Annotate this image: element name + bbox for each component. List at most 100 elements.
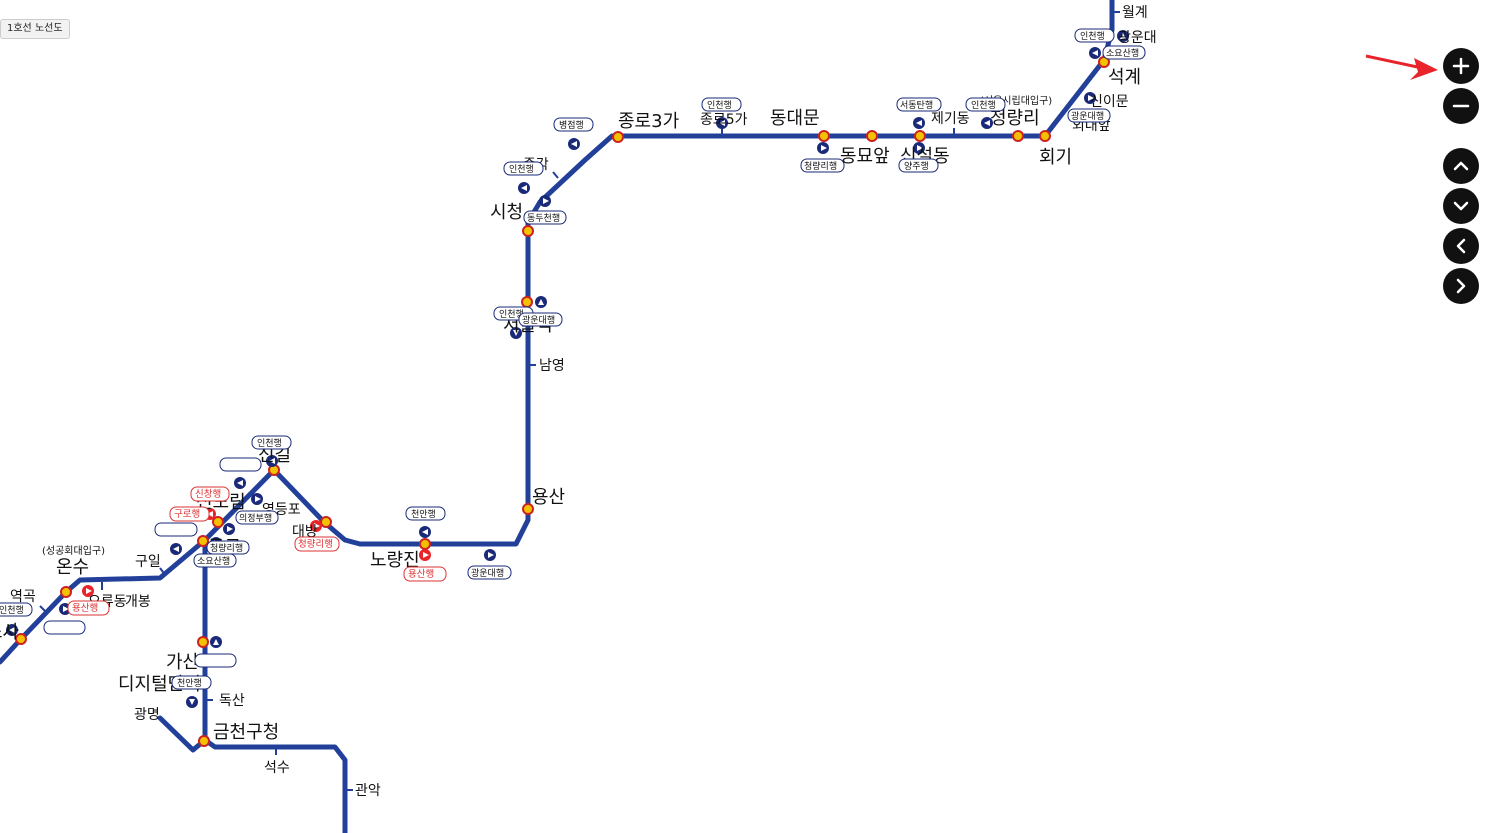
train-marker[interactable]: [170, 543, 182, 555]
train-marker[interactable]: [186, 696, 198, 708]
transfer-marker[interactable]: [320, 516, 332, 528]
train-marker[interactable]: [817, 142, 829, 154]
direction-pill[interactable]: 인천행: [503, 161, 544, 176]
transfer-marker[interactable]: [419, 538, 431, 550]
station-wolgye[interactable]: 월계: [1122, 5, 1148, 21]
train-marker[interactable]: [981, 117, 993, 129]
train-marker[interactable]: [1089, 47, 1101, 59]
station-seokgye[interactable]: 석계: [1108, 67, 1141, 88]
transfer-marker[interactable]: [197, 535, 209, 547]
station-daebang[interactable]: 대방: [292, 524, 318, 540]
transfer-marker[interactable]: [522, 225, 534, 237]
direction-pill[interactable]: 병점행: [553, 117, 594, 132]
pan-up-button[interactable]: [1443, 148, 1479, 184]
direction-pill[interactable]: 소요산행: [193, 553, 237, 568]
train-marker[interactable]: [484, 549, 496, 561]
direction-pill[interactable]: 소요산행: [1102, 45, 1146, 60]
direction-pill[interactable]: [219, 457, 262, 472]
direction-pill[interactable]: 광운대행: [1067, 108, 1111, 123]
station-jongno5[interactable]: 종로5가: [700, 112, 748, 128]
transfer-marker[interactable]: [1012, 130, 1024, 142]
direction-pill[interactable]: 청량리행: [206, 540, 250, 555]
express-train-marker[interactable]: [310, 520, 322, 532]
pan-down-button[interactable]: [1443, 188, 1479, 224]
train-marker[interactable]: [535, 296, 547, 308]
transfer-marker[interactable]: [866, 130, 878, 142]
direction-pill[interactable]: 청량리행: [800, 158, 845, 173]
train-marker[interactable]: [568, 138, 580, 150]
station-hoegi[interactable]: 회기: [1039, 147, 1072, 168]
station-yongsan[interactable]: 용산: [532, 487, 565, 508]
direction-pill[interactable]: 천안행: [171, 675, 212, 690]
station-sinimun[interactable]: 신이문: [1090, 94, 1129, 110]
express-pill[interactable]: 청량리행: [294, 536, 340, 552]
pan-right-button[interactable]: [1443, 268, 1479, 304]
zoom-out-button[interactable]: [1443, 88, 1479, 124]
train-marker[interactable]: [234, 477, 246, 489]
station-gwanak[interactable]: 관악: [355, 783, 381, 799]
train-marker[interactable]: [539, 195, 551, 207]
direction-pill[interactable]: 인천행: [0, 602, 33, 617]
transfer-marker[interactable]: [198, 735, 210, 747]
station-gwangun[interactable]: 광운대: [1118, 30, 1157, 46]
station-seoksu[interactable]: 석수: [264, 760, 290, 776]
train-marker[interactable]: [518, 182, 530, 194]
station-singil[interactable]: 신길: [258, 445, 291, 466]
train-marker[interactable]: [419, 526, 431, 538]
station-onsu[interactable]: 온수: [56, 557, 89, 578]
station-geumcheon[interactable]: 금천구청: [213, 722, 279, 743]
transfer-marker[interactable]: [914, 130, 926, 142]
express-pill[interactable]: 구로행: [169, 506, 210, 522]
direction-pill[interactable]: 의정부행: [235, 510, 279, 525]
direction-pill[interactable]: 인천행: [965, 97, 1006, 112]
transfer-marker[interactable]: [612, 131, 624, 143]
train-marker[interactable]: [1117, 30, 1129, 42]
express-pill[interactable]: 신창행: [190, 486, 230, 502]
transfer-marker[interactable]: [15, 633, 27, 645]
station-doksan[interactable]: 독산: [219, 693, 245, 709]
direction-pill[interactable]: [43, 620, 86, 635]
express-train-marker[interactable]: [419, 549, 431, 561]
express-pill[interactable]: 용산행: [67, 600, 110, 616]
transfer-marker[interactable]: [522, 503, 534, 515]
direction-pill[interactable]: 인천행: [251, 435, 292, 450]
station-jegi[interactable]: 제기동: [931, 111, 970, 127]
direction-pill[interactable]: 광운대행: [518, 312, 563, 327]
station-dongdaemun[interactable]: 동대문: [770, 108, 820, 129]
train-marker[interactable]: [1084, 92, 1096, 104]
transfer-marker[interactable]: [197, 636, 209, 648]
station-gasan[interactable]: 가산: [166, 652, 199, 673]
transfer-marker[interactable]: [818, 130, 830, 142]
direction-pill[interactable]: 동두천행: [523, 210, 567, 225]
station-guil[interactable]: 구일: [135, 554, 161, 570]
transfer-marker[interactable]: [521, 296, 533, 308]
station-so[interactable]: 소사: [0, 622, 20, 643]
direction-pill[interactable]: 서동탄행: [896, 97, 942, 112]
train-marker[interactable]: [266, 455, 278, 467]
train-marker[interactable]: [510, 327, 522, 339]
station-jongno3[interactable]: 종로3가: [618, 111, 679, 132]
transfer-marker[interactable]: [1039, 130, 1051, 142]
station-gwangmyeong[interactable]: 광명: [134, 707, 160, 723]
train-marker[interactable]: [223, 523, 235, 535]
station-cityhall[interactable]: 시청: [490, 202, 523, 223]
station-cheongnyangni[interactable]: 청량리: [990, 108, 1040, 129]
transfer-marker[interactable]: [60, 586, 72, 598]
train-marker[interactable]: [913, 142, 925, 154]
zoom-in-button[interactable]: [1443, 48, 1479, 84]
train-marker[interactable]: [913, 117, 925, 129]
pan-left-button[interactable]: [1443, 228, 1479, 264]
direction-pill[interactable]: 인천행: [1074, 28, 1115, 43]
direction-pill[interactable]: [194, 653, 237, 668]
train-marker[interactable]: [716, 117, 728, 129]
station-gaebong[interactable]: 개봉: [125, 594, 151, 610]
station-namyeong[interactable]: 남영: [539, 358, 565, 374]
route-map-title-button[interactable]: 1호선 노선도: [0, 19, 70, 39]
train-marker[interactable]: [251, 493, 263, 505]
direction-pill[interactable]: 광운대행: [467, 565, 512, 580]
express-train-marker[interactable]: [82, 585, 94, 597]
train-marker[interactable]: [210, 636, 222, 648]
direction-pill[interactable]: [154, 522, 198, 537]
direction-pill[interactable]: 양주행: [898, 158, 939, 173]
